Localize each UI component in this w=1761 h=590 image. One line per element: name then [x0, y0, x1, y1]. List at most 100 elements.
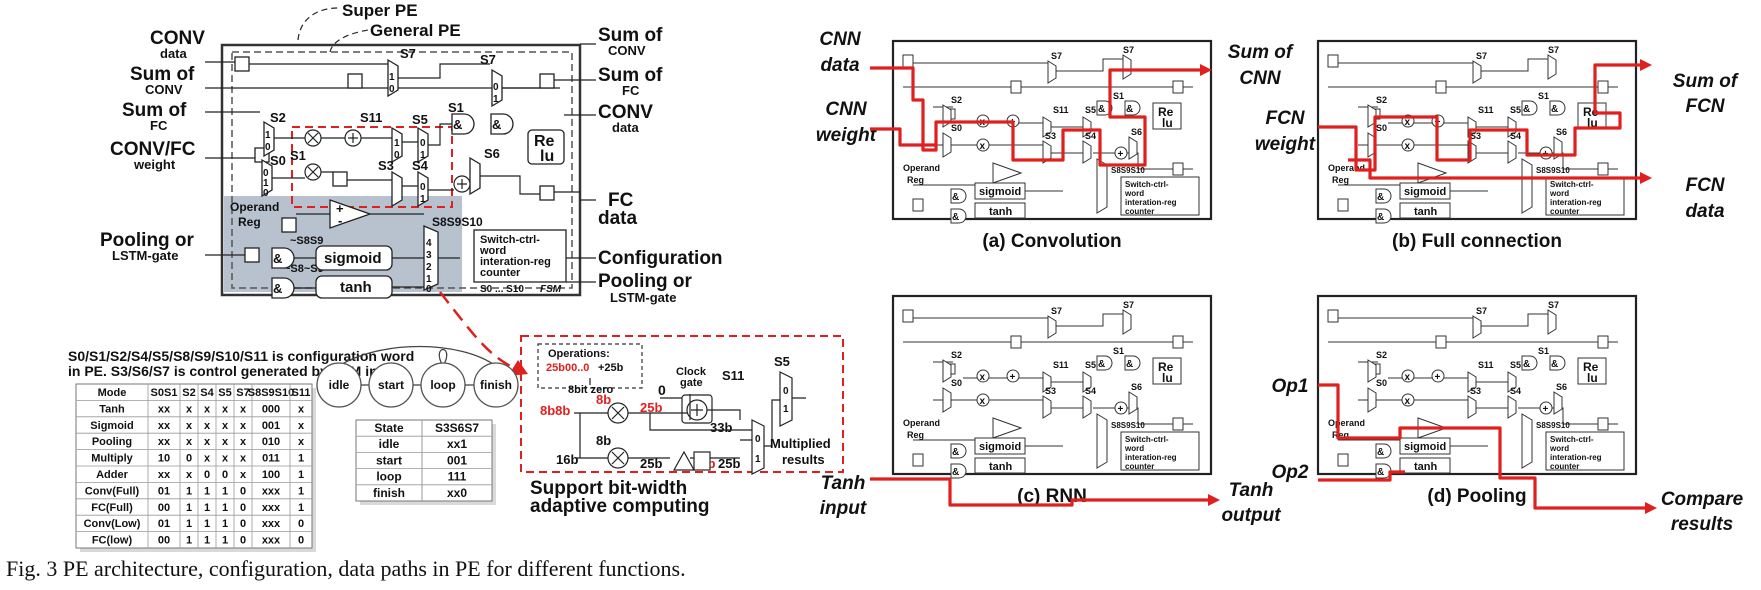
config-table-cell: 0 — [240, 485, 246, 497]
config-table-cell: 0 — [186, 453, 192, 465]
svg-text:S11: S11 — [1053, 105, 1069, 115]
svg-text:&: & — [1098, 104, 1105, 115]
fsm-state-label: start — [378, 378, 404, 392]
config-table-cell: x — [204, 420, 211, 432]
svg-text:gate: gate — [680, 377, 703, 389]
panel-pooling: x+x+&&&&ReluOperandRegsigmoidtanhSwitch-… — [1316, 294, 1638, 507]
general-pe-dashed — [231, 51, 573, 289]
svg-text:&: & — [952, 192, 959, 203]
svg-text:S11: S11 — [1053, 360, 1069, 370]
config-table-cell: 1 — [204, 518, 210, 530]
output-conv-data-2: data — [612, 120, 640, 135]
config-table-cell: xx — [158, 403, 171, 415]
svg-text:0: 0 — [493, 82, 499, 93]
fsm-table-cell: State — [374, 421, 404, 435]
panel-io-label: weight — [1255, 134, 1316, 155]
svg-text:&: & — [1551, 104, 1558, 115]
panel-convolution: x+x+&&&&ReluOperandRegsigmoidtanhSwitch-… — [891, 39, 1213, 252]
config-table-cell: x — [186, 420, 193, 432]
switch-ns8ns9: ~S8~S9 — [284, 263, 324, 275]
input-pooling-2: LSTM-gate — [112, 248, 178, 263]
svg-text:S7: S7 — [1476, 306, 1487, 316]
ops-title: Operations: — [548, 348, 610, 360]
svg-text:0: 0 — [658, 382, 666, 398]
fsm-table-cell: xx1 — [447, 437, 467, 451]
config-table-cell: Conv(Full) — [85, 485, 140, 497]
config-table-header: S7 — [236, 387, 249, 399]
fsm-table-cell: xx0 — [447, 486, 467, 500]
config-table-cell: 011 — [262, 453, 280, 465]
svg-text:0: 0 — [265, 142, 271, 153]
output-fc-data-2: data — [598, 208, 638, 229]
switch-s7-a: S7 — [400, 46, 416, 61]
svg-text:interation-reg: interation-reg — [1550, 453, 1602, 462]
output-conv-data-1: CONV — [598, 102, 653, 123]
output-sum-fc-2: FC — [622, 83, 640, 98]
svg-text:S0: S0 — [1376, 123, 1387, 133]
config-table-cell: x — [204, 436, 211, 448]
svg-text:&: & — [1377, 447, 1384, 458]
config-table-cell: FC(low) — [92, 535, 133, 547]
svg-text:x: x — [1405, 141, 1411, 152]
fsm-state-label: finish — [480, 378, 512, 392]
svg-text:S4: S4 — [1085, 386, 1096, 396]
input-sum-fc-1: Sum of — [122, 100, 187, 121]
svg-text:x: x — [980, 141, 986, 152]
svg-text:&: & — [1523, 359, 1530, 370]
output-fc-data-1: FC — [608, 190, 634, 211]
config-table-cell: x — [186, 403, 193, 415]
svg-text:S1: S1 — [1113, 91, 1124, 101]
config-table-cell: 01 — [158, 518, 170, 530]
svg-text:interation-reg: interation-reg — [480, 256, 551, 268]
svg-text:Multiplied: Multiplied — [770, 436, 831, 451]
switch-s6: S6 — [484, 146, 500, 161]
switch-s11: S11 — [360, 110, 382, 125]
svg-text:word: word — [1124, 444, 1144, 453]
config-table-cell: 010 — [262, 436, 280, 448]
fsm-state-label: loop — [430, 378, 455, 392]
svg-text:2: 2 — [426, 262, 432, 273]
svg-text:0: 0 — [426, 284, 432, 295]
svg-text:S4: S4 — [1510, 386, 1521, 396]
svg-text:Re: Re — [534, 133, 555, 150]
svg-text:25b: 25b — [718, 456, 740, 471]
svg-text:S0: S0 — [1376, 378, 1387, 388]
svg-text:sigmoid: sigmoid — [979, 441, 1021, 453]
panel-full-connection: x+x+&&&&ReluOperandRegsigmoidtanhSwitch-… — [1316, 39, 1638, 252]
config-note-1: S0/S1/S2/S4/S5/S8/S9/S10/S11 is configur… — [68, 348, 414, 364]
bitwidth-caption-2: adaptive computing — [530, 496, 709, 517]
svg-text:x: x — [1405, 117, 1411, 128]
panel-caption: (b) Full connection — [1392, 231, 1562, 252]
svg-text:S1: S1 — [1538, 91, 1549, 101]
config-table-header: S11 — [292, 387, 311, 399]
svg-text:Re: Re — [1158, 360, 1174, 374]
svg-text:S7: S7 — [1548, 45, 1559, 55]
svg-text:&: & — [492, 117, 501, 132]
svg-text:&: & — [1377, 192, 1384, 203]
config-table-cell: 1 — [186, 502, 192, 514]
panel-io-label: CNN — [825, 99, 867, 120]
svg-text:1: 1 — [263, 178, 269, 189]
svg-text:S6: S6 — [1556, 127, 1567, 137]
config-table-cell: 1 — [222, 518, 228, 530]
input-sum-conv-1: Sum of — [130, 64, 195, 85]
svg-text:S3: S3 — [1470, 386, 1481, 396]
config-table-cell: x — [222, 453, 229, 465]
config-table-cell: 1 — [298, 502, 304, 514]
svg-text:FSM: FSM — [540, 284, 562, 295]
svg-text:&: & — [1377, 467, 1384, 478]
switch-s0: S0 — [270, 153, 286, 168]
svg-text:word: word — [1124, 189, 1144, 198]
svg-text:Re: Re — [1583, 360, 1599, 374]
svg-text:Reg: Reg — [1332, 175, 1349, 185]
output-pooling-2: LSTM-gate — [610, 290, 676, 305]
config-table-cell: 1 — [222, 535, 228, 547]
switch-s4: S4 — [412, 158, 429, 173]
input-weight-1: CONV/FC — [110, 139, 196, 160]
svg-text:sigmoid: sigmoid — [1404, 186, 1446, 198]
svg-text:S7: S7 — [1476, 51, 1487, 61]
config-table-cell: 1 — [298, 469, 304, 481]
svg-text:S5: S5 — [1510, 105, 1521, 115]
